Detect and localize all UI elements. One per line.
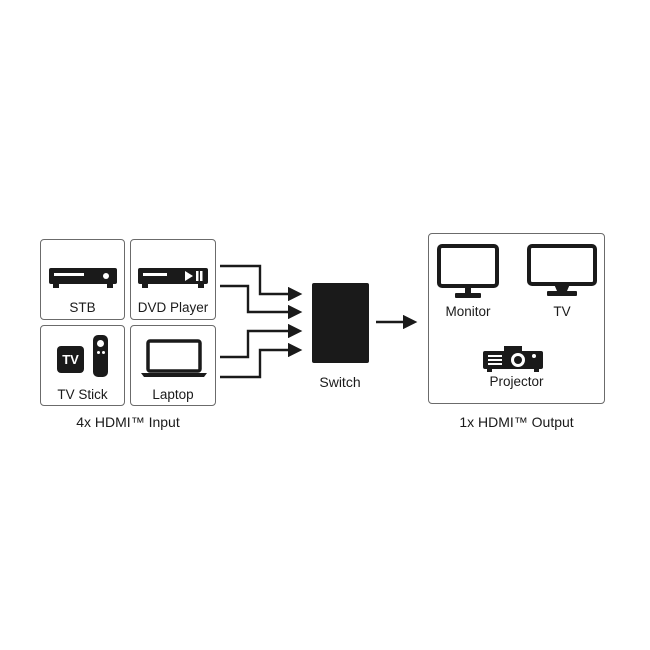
input-label-stb: STB <box>69 300 96 315</box>
input-dvd-player-card: DVD Player <box>130 239 216 320</box>
output-group-card: Monitor TV Projector <box>428 233 605 404</box>
output-label-monitor: Monitor <box>445 304 491 319</box>
wire-laptop <box>220 342 303 379</box>
input-label-laptop: Laptop <box>152 387 194 402</box>
dvd-player-icon <box>138 268 208 288</box>
input-laptop-card: Laptop <box>130 325 216 406</box>
laptop-icon <box>141 339 207 377</box>
wire-dvd-player <box>220 284 303 320</box>
tv-stick-badge: TV <box>62 352 79 367</box>
wire-stb <box>220 264 303 302</box>
projector-icon <box>483 346 543 372</box>
output-group-caption: 1x HDMI™ Output <box>459 414 574 430</box>
set-top-box-icon <box>49 268 117 288</box>
tv-stick-icon: TV <box>57 335 113 379</box>
wire-tv-stick <box>220 323 303 359</box>
input-group-caption: 4x HDMI™ Input <box>76 414 180 430</box>
switch-device <box>312 283 369 363</box>
switch-label: Switch <box>319 374 361 390</box>
output-label-tv: TV <box>553 304 571 319</box>
input-tv-stick-card: TV TV Stick <box>40 325 125 406</box>
tv-icon <box>527 244 597 296</box>
input-stb-card: STB <box>40 239 125 320</box>
input-label-dvd-player: DVD Player <box>137 300 209 315</box>
output-label-projector: Projector <box>489 374 544 389</box>
input-label-tv-stick: TV Stick <box>57 387 108 402</box>
monitor-icon <box>437 244 499 298</box>
